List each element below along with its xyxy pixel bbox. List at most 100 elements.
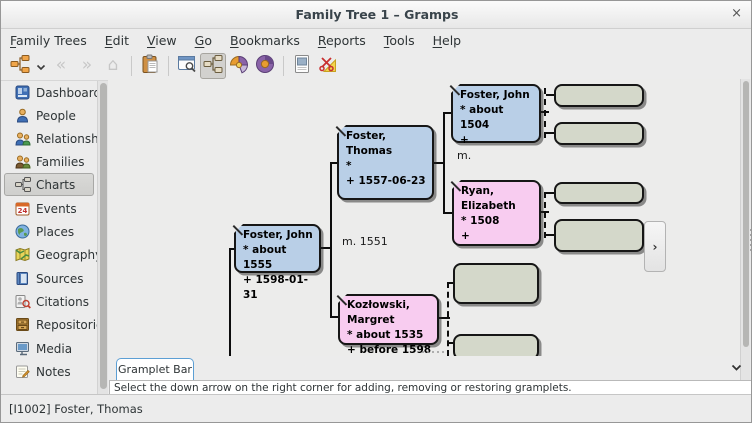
media-icon bbox=[14, 341, 31, 357]
fold-corner bbox=[452, 180, 461, 189]
scissors-icon bbox=[318, 54, 338, 78]
person-box-root[interactable]: Foster, John * about 1555 + 1598-01-31 bbox=[232, 224, 321, 301]
menu-view[interactable]: View bbox=[146, 32, 177, 48]
fan-chart-button[interactable] bbox=[226, 53, 252, 79]
menu-family-trees[interactable]: Family Trees bbox=[10, 32, 87, 48]
expand-right-button[interactable]: › bbox=[644, 221, 666, 272]
svg-text:24: 24 bbox=[18, 207, 28, 215]
family-trees-dropdown-button[interactable] bbox=[33, 53, 48, 79]
tree-line-dashed bbox=[544, 88, 546, 138]
person-birth: * about 1504 bbox=[460, 104, 504, 131]
sidebar-item-notes[interactable]: Notes bbox=[4, 360, 94, 383]
person-name: Foster, John bbox=[243, 229, 313, 241]
person-icon bbox=[14, 108, 31, 124]
sidebar-item-relationships[interactable]: Relationships bbox=[4, 127, 116, 150]
sidebar-item-sources[interactable]: Sources bbox=[4, 267, 94, 290]
splitter-grip[interactable] bbox=[422, 351, 444, 353]
sidebar-item-label: Notes bbox=[36, 364, 71, 379]
home-button[interactable]: ⌂ bbox=[100, 53, 126, 79]
right-pane-splitter[interactable] bbox=[750, 79, 751, 396]
sidebar-item-charts[interactable]: Charts bbox=[4, 173, 94, 196]
full-circle-fan-chart-button[interactable] bbox=[252, 53, 278, 79]
tab-gramplet-bar[interactable]: Gramplet Bar bbox=[116, 358, 194, 380]
chart-vertical-scrollbar[interactable] bbox=[740, 79, 750, 396]
configure-view-button[interactable] bbox=[174, 53, 200, 79]
unknown-person-box[interactable] bbox=[554, 84, 644, 107]
back-icon: « bbox=[55, 55, 67, 75]
unknown-person-box[interactable] bbox=[554, 122, 644, 145]
sidebar-item-families[interactable]: Families bbox=[4, 150, 94, 173]
pedigree-view-button[interactable] bbox=[200, 52, 226, 79]
clipboard-icon bbox=[140, 54, 160, 78]
export-view-button[interactable] bbox=[289, 53, 315, 79]
unknown-person-box[interactable] bbox=[453, 334, 539, 356]
title-bar: Family Tree 1 – Gramps × bbox=[1, 1, 751, 29]
marriage-label: m. bbox=[457, 149, 472, 162]
citations-icon bbox=[14, 294, 31, 310]
print-view-button[interactable] bbox=[315, 53, 341, 79]
sidebar-item-repositories[interactable]: Repositories bbox=[4, 313, 110, 336]
chart-scrollbar-handle[interactable] bbox=[742, 81, 749, 347]
menu-bookmarks[interactable]: Bookmarks bbox=[230, 32, 300, 48]
gramplet-bar-message: Select the down arrow on the right corne… bbox=[109, 380, 751, 396]
sidebar-item-people[interactable]: People bbox=[4, 104, 94, 127]
sidebar-item-label: Relationships bbox=[36, 131, 116, 146]
unknown-person-box[interactable] bbox=[554, 219, 644, 252]
person-name: Foster, John bbox=[460, 89, 530, 101]
menu-help[interactable]: Help bbox=[432, 32, 462, 48]
menu-tools[interactable]: Tools bbox=[383, 32, 415, 48]
unknown-person-box[interactable] bbox=[453, 263, 539, 304]
status-text: [I1002] Foster, Thomas bbox=[9, 401, 143, 416]
unknown-person-box[interactable] bbox=[554, 182, 644, 204]
clipboard-button[interactable] bbox=[137, 53, 163, 79]
person-birth: * bbox=[346, 160, 352, 172]
tree-line bbox=[443, 212, 454, 214]
toolbar-separator bbox=[168, 55, 169, 76]
person-box-grandfather[interactable]: Foster, John * about 1504 + bbox=[449, 84, 541, 146]
menu-reports[interactable]: Reports bbox=[317, 32, 366, 48]
tree-line bbox=[330, 316, 340, 318]
tree-line-dashed bbox=[546, 132, 555, 134]
sidebar-item-citations[interactable]: Citations bbox=[4, 290, 94, 313]
notes-icon bbox=[14, 364, 31, 380]
tree-line-dashed bbox=[439, 317, 450, 319]
person-box-father[interactable]: Foster, Thomas * + 1557-06-23 bbox=[335, 125, 434, 200]
repositories-icon bbox=[14, 317, 31, 333]
home-icon: ⌂ bbox=[107, 55, 119, 75]
close-window-button[interactable]: × bbox=[731, 6, 742, 21]
sidebar-scrollbar[interactable] bbox=[97, 81, 108, 394]
person-birth: * 1508 bbox=[461, 215, 500, 227]
menu-go[interactable]: Go bbox=[194, 32, 212, 48]
tree-line bbox=[434, 162, 444, 164]
tree-line bbox=[321, 247, 331, 249]
families-icon bbox=[14, 154, 31, 170]
fold-corner bbox=[234, 224, 243, 233]
sidebar-item-label: Citations bbox=[36, 294, 90, 309]
sidebar-item-label: Dashboard bbox=[36, 85, 102, 100]
person-box-mother[interactable]: Kozłowski, Margret * about 1535 + before… bbox=[336, 294, 439, 356]
gramplet-bar-menu-button[interactable] bbox=[725, 356, 747, 376]
sidebar-item-dashboard[interactable]: Dashboard bbox=[4, 81, 101, 104]
places-icon bbox=[14, 224, 31, 240]
events-icon: 24 bbox=[14, 201, 31, 217]
sidebar-item-geography[interactable]: Geography bbox=[4, 243, 102, 266]
sidebar-item-label: Events bbox=[36, 201, 77, 216]
toolbar-separator bbox=[283, 55, 284, 76]
sidebar-item-label: Media bbox=[36, 341, 73, 356]
sidebar-scrollbar-handle[interactable] bbox=[100, 83, 107, 389]
back-button[interactable]: « bbox=[48, 53, 74, 79]
splitter-grip bbox=[750, 229, 751, 251]
person-name: Ryan, Elizabeth bbox=[461, 185, 516, 212]
tree-line-dashed bbox=[447, 282, 449, 356]
family-trees-button[interactable] bbox=[7, 53, 33, 79]
dashboard-icon bbox=[14, 85, 31, 101]
pedigree-chart: Foster, John * about 1555 + 1598-01-31 F… bbox=[108, 79, 740, 356]
person-box-grandmother[interactable]: Ryan, Elizabeth * 1508 + bbox=[450, 180, 541, 246]
sidebar-item-events[interactable]: 24 Events bbox=[4, 197, 94, 220]
sidebar-item-places[interactable]: Places bbox=[4, 220, 94, 243]
forward-button[interactable]: » bbox=[74, 53, 100, 79]
menu-edit[interactable]: Edit bbox=[104, 32, 129, 48]
person-name: Foster, Thomas bbox=[346, 130, 393, 157]
sidebar-item-media[interactable]: Media bbox=[4, 337, 94, 360]
